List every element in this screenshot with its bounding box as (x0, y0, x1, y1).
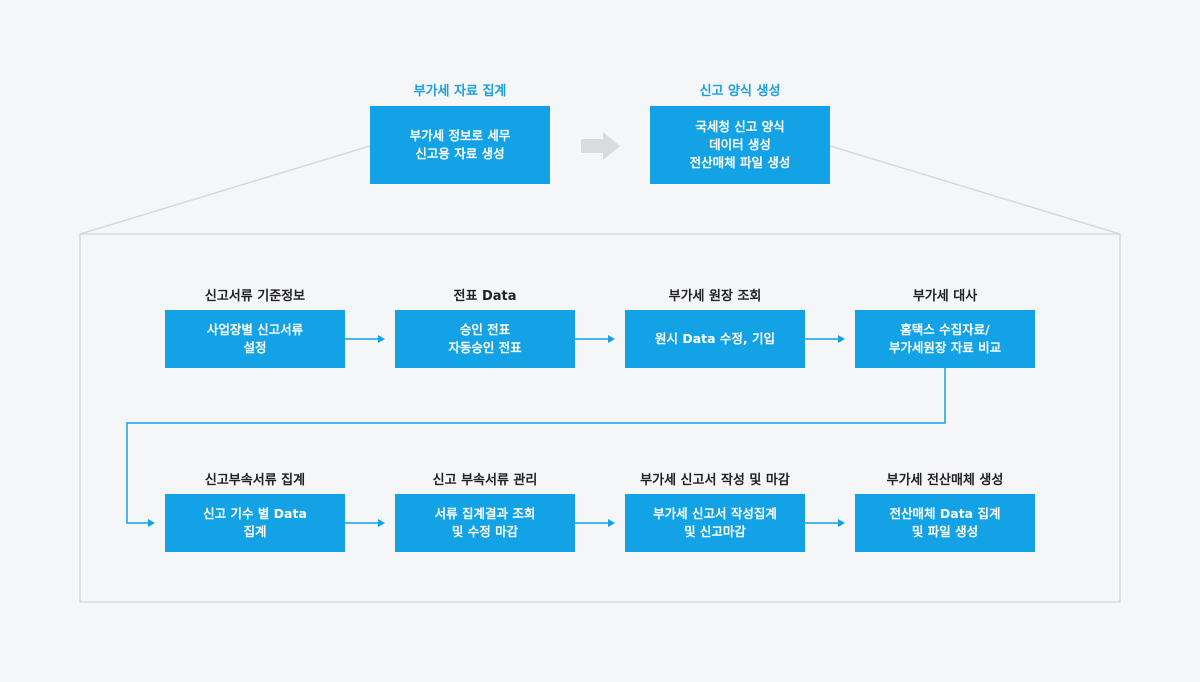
row1-step-2-line-1: 승인 전표 (459, 322, 511, 337)
top-left-line-2: 신고용 자료 생성 (415, 146, 505, 161)
row2-arrow-2 (575, 519, 615, 527)
detail-frame (79, 233, 1121, 603)
funnel-line-right (829, 145, 1121, 235)
row1-step-3-title: 부가세 원장 조회 (668, 289, 762, 304)
row2-step-2-title: 신고 부속서류 관리 (432, 473, 538, 488)
top-right-line-2: 데이터 생성 (709, 137, 771, 152)
row2-step-1-title: 신고부속서류 집계 (204, 473, 306, 488)
row2-step-2-line-2: 및 수정 마감 (451, 524, 519, 539)
top-left-box: 부가세 정보로 세무 신고용 자료 생성 (370, 106, 550, 184)
row2-step-2-box: 서류 집계결과 조회 및 수정 마감 (395, 494, 575, 552)
row2-step-1-box: 신고 기수 별 Data 집계 (165, 494, 345, 552)
row1-step-1-line-1: 사업장별 신고서류 (206, 322, 304, 337)
row1-arrow-2 (575, 335, 615, 343)
row1-step-1-line-2: 설정 (243, 340, 267, 355)
row1-step-3-line-1: 원시 Data 수정, 기입 (654, 331, 776, 346)
wrap-connector (126, 368, 946, 524)
row2-arrow-1 (345, 519, 385, 527)
row1-step-4-title: 부가세 대사 (912, 289, 978, 304)
row1-step-3-box: 원시 Data 수정, 기입 (625, 310, 805, 368)
top-right-title: 신고 양식 생성 (699, 84, 781, 99)
row2-step-4-line-2: 및 파일 생성 (911, 524, 979, 539)
top-left-title: 부가세 자료 집계 (413, 84, 507, 99)
row2-step-3-title: 부가세 신고서 작성 및 마감 (640, 473, 790, 488)
row2-step-3-box: 부가세 신고서 작성집계 및 신고마감 (625, 494, 805, 552)
row1-step-4-line-2: 부가세원장 자료 비교 (888, 340, 1002, 355)
top-right-line-3: 전산매체 파일 생성 (689, 155, 791, 170)
top-right-box: 국세청 신고 양식 데이터 생성 전산매체 파일 생성 (650, 106, 830, 184)
funnel-line-left (79, 145, 371, 235)
wrap-connector-arrowhead (148, 519, 155, 527)
row2-arrow-3 (805, 519, 845, 527)
row1-arrow-3 (805, 335, 845, 343)
top-left-line-1: 부가세 정보로 세무 (409, 128, 511, 143)
row2-step-4-line-1: 전산매체 Data 집계 (889, 506, 1001, 521)
row2-step-1-line-1: 신고 기수 별 Data (203, 506, 307, 521)
row2-step-4-title: 부가세 전산매체 생성 (886, 473, 1004, 488)
row2-step-3-line-1: 부가세 신고서 작성집계 (653, 506, 777, 521)
row1-arrow-1 (345, 335, 385, 343)
row1-step-2-box: 승인 전표 자동승인 전표 (395, 310, 575, 368)
row1-step-4-box: 홈택스 수집자료/ 부가세원장 자료 비교 (855, 310, 1035, 368)
top-flow-arrow-icon (581, 132, 620, 160)
row2-step-2-line-1: 서류 집계결과 조회 (434, 506, 536, 521)
row1-step-2-title: 전표 Data (453, 289, 517, 304)
row2-step-1-line-2: 집계 (243, 524, 267, 539)
row1-step-4-line-1: 홈택스 수집자료/ (900, 322, 990, 337)
row2-step-4-box: 전산매체 Data 집계 및 파일 생성 (855, 494, 1035, 552)
row1-step-1-title: 신고서류 기준정보 (204, 289, 306, 304)
row1-step-1-box: 사업장별 신고서류 설정 (165, 310, 345, 368)
row2-step-3-line-2: 및 신고마감 (684, 524, 746, 539)
top-right-line-1: 국세청 신고 양식 (695, 119, 785, 134)
row1-step-2-line-2: 자동승인 전표 (448, 340, 522, 355)
